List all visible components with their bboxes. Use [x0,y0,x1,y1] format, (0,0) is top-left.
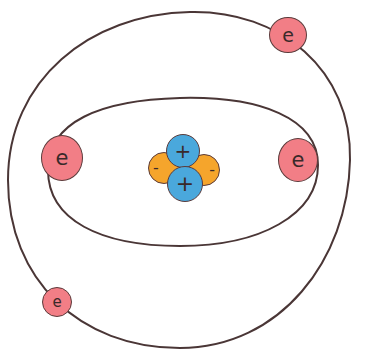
particle-symbol: e [292,150,305,171]
proton-particle: + [167,166,203,202]
outer-orbit [8,12,350,348]
particle-symbol: - [153,160,159,176]
electron-particle: e [42,287,72,317]
inner-orbit [48,98,318,246]
electron-particle: e [41,135,83,181]
particle-symbol: - [209,162,215,178]
particle-symbol: e [56,148,69,169]
particle-symbol: + [176,173,194,195]
particle-symbol: e [282,26,294,45]
particle-symbol: + [175,141,192,161]
particle-symbol: e [52,295,61,310]
electron-particle: e [269,17,307,53]
electron-particle: e [278,138,318,182]
proton-particle: + [166,134,200,168]
